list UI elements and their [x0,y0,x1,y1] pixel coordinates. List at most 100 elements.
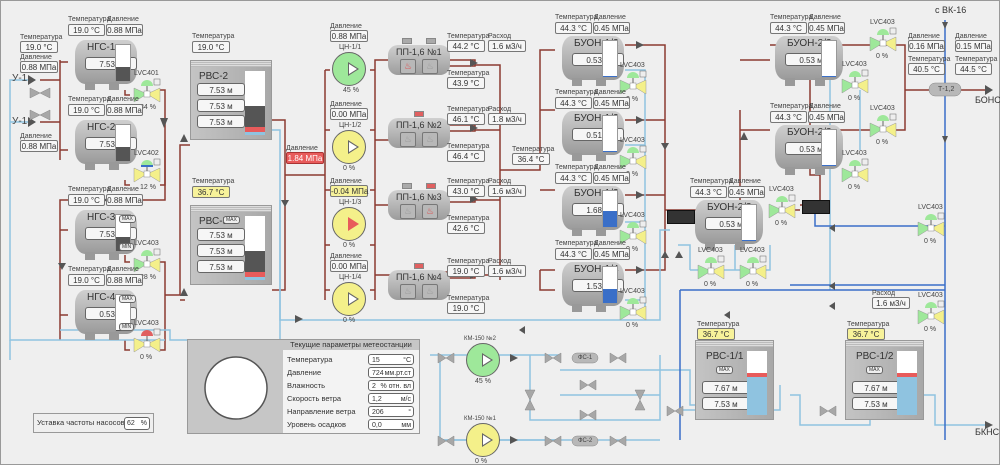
level-gauge [602,190,618,228]
control-valve-lvc403-tag: LVC403 [620,288,645,295]
control-valve-lvc403-tag: LVC403 [842,61,867,68]
pump-direction-icon-inner [349,142,357,152]
flame-icon: ♨ [400,204,416,219]
tank-leg [109,82,119,90]
control-valve-lvc403-tag: LVC403 [620,212,645,219]
control-valve-lvc403[interactable] [767,194,797,220]
control-valve-icon [133,158,161,183]
heater-furnace[interactable]: ПП-1,6 №3♨♨ [388,183,450,220]
centrifugal-pump[interactable] [332,52,366,86]
heater-temp-in: 44.2 °C [447,40,485,52]
control-valve-lvc403[interactable] [618,70,648,96]
control-valve-lvc403[interactable] [916,212,946,238]
heater-furnace[interactable]: ПП-1,6 №2♨♨ [388,111,450,148]
heater-flow: 1.6 м3/ч [488,40,526,52]
control-valve-lvc402-percent: 12 % [140,184,156,191]
centrifugal-pump[interactable] [332,130,366,164]
exchanger-name: Т-1,2 [938,86,955,93]
level-gauge [115,44,131,82]
tank-leg [596,304,606,312]
tank-leg [572,304,582,312]
label-temperature: Температура [192,33,235,40]
control-valve-lvc403[interactable] [618,296,648,322]
km-pump-name: КМ-150 №2 [464,336,496,342]
temperature-readout: 44.3 °C [770,22,807,34]
control-valve-lvc403[interactable] [132,328,162,354]
inlet-vk16: с ВК-16 [935,5,967,15]
control-valve-lvc403[interactable] [916,300,946,326]
pump-direction-icon-inner [483,355,491,365]
control-valve-lvc403-percent: 0 % [924,326,937,333]
control-valve-icon [133,78,161,103]
label-temperature: Температура [447,295,490,302]
control-valve-lvc403-tag: LVC403 [134,320,159,327]
centrifugal-pump[interactable] [332,282,366,316]
heater-furnace[interactable]: ПП-1,6 №1♨♨ [388,38,450,75]
tank-level: 7.53 м [197,260,245,273]
tank-name: НГС-4 [87,292,116,303]
tank-leg [109,332,119,340]
control-valve-lvc403[interactable] [840,158,870,184]
control-valve-lvc403[interactable] [840,69,870,95]
km-pump[interactable] [466,423,500,457]
tank-level: 7.53 м [197,244,245,257]
exchanger-pressure-out: 0.15 МПа [955,40,992,52]
setpoint-input[interactable]: 62 % [124,417,150,430]
flame-icon: ♨ [400,59,416,74]
label-pressure: Давление [330,23,362,30]
tank-leg [596,153,606,161]
control-valve-lvc403-tag: LVC403 [620,137,645,144]
label-temperature: Температура [908,56,951,63]
tank-level: 7.53 м [197,99,245,112]
heater-furnace[interactable]: ПП-1,6 №4♨♨ [388,263,450,300]
control-valve-lvc403[interactable] [618,145,648,171]
level-gauge [115,294,131,332]
filter-fs1: ФС-1 [578,355,593,361]
min-indicator: MIN [119,243,135,251]
inlet-pressure-bottom: 0.88 МПа [20,140,58,152]
control-valve-lvc403[interactable] [132,248,162,274]
tank-leg [815,167,825,175]
control-valve-lvc403[interactable] [738,255,768,281]
km-pump[interactable] [466,343,500,377]
weather-row-label: Скорость ветра [287,394,342,403]
control-valve-icon [917,300,945,325]
pump-direction-icon-inner [349,64,357,74]
control-valve-lvc403[interactable] [868,113,898,139]
label-pressure: Давление [20,54,52,61]
control-valve-lvc403[interactable] [696,255,726,281]
control-valve-lvc402[interactable] [132,158,162,184]
value: 2 [372,383,376,390]
label-temperature: Температура [447,106,490,113]
control-valve-lvc403[interactable] [868,27,898,53]
label-temperature: Температура [447,178,490,185]
pressure-readout: 0.45 МПа [808,22,845,34]
km-pump-name: КМ-150 №1 [464,416,496,422]
label-pressure: Давление [955,33,987,40]
control-valve-lvc401[interactable] [132,78,162,104]
centrifugal-pump[interactable] [332,207,366,241]
exchanger-pressure-in: 0.16 МПа [908,40,945,52]
exchanger-temp-out: 44.5 °C [955,63,992,75]
exchanger-temp-in: 40.5 °C [908,63,945,75]
pressure-readout: 0.88 МПа [106,104,143,116]
weather-title: Текущие параметры метеостанции [290,340,412,349]
control-valve-lvc403[interactable] [618,220,648,246]
heater-indicator [402,38,412,44]
